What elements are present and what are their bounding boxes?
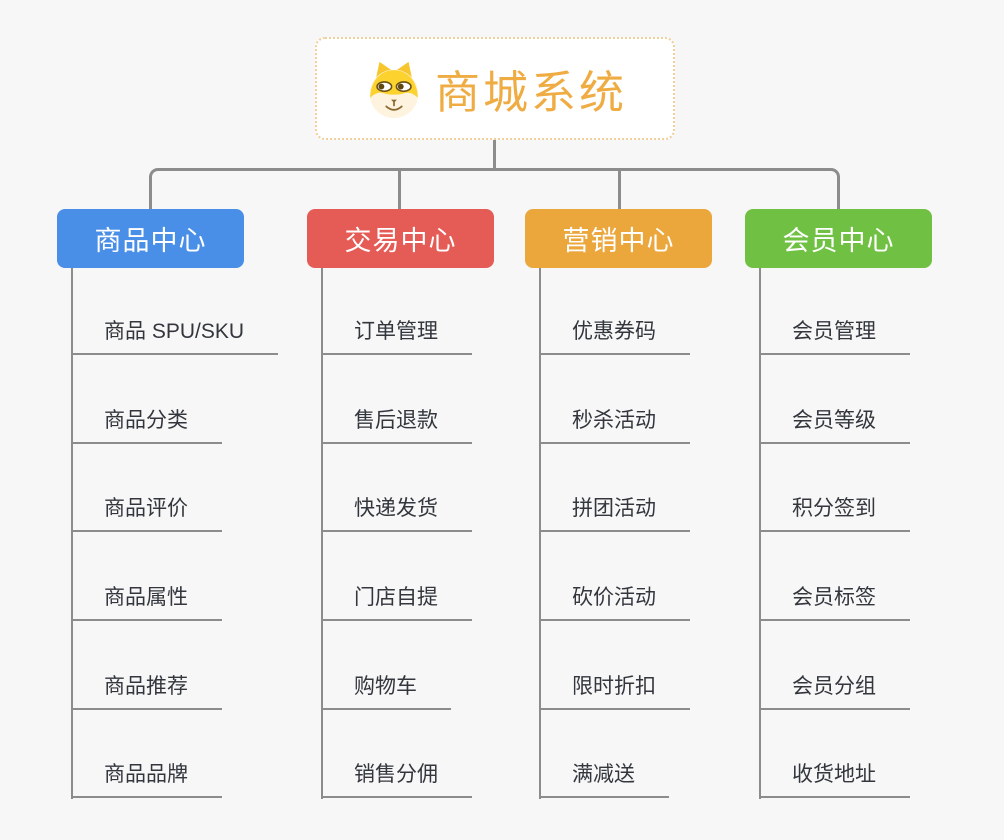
topic-item[interactable]: 满减送 <box>539 762 669 798</box>
topic-item[interactable]: 砍价活动 <box>539 585 690 621</box>
topic-item[interactable]: 收货地址 <box>759 762 910 798</box>
topic-item[interactable]: 优惠券码 <box>539 319 690 355</box>
branch-trade-center: 交易中心 订单管理 售后退款 快递发货 门店自提 购物车 销售分佣 <box>307 209 494 799</box>
branch-header-product-center[interactable]: 商品中心 <box>57 209 244 268</box>
branch-product-center: 商品中心 商品 SPU/SKU 商品分类 商品评价 商品属性 商品推荐 商品品牌 <box>57 209 279 799</box>
topic-item[interactable]: 商品推荐 <box>71 674 222 710</box>
topic-item[interactable]: 商品 SPU/SKU <box>71 319 279 355</box>
topic-item[interactable]: 销售分佣 <box>321 762 472 798</box>
connector-drop-marketing <box>618 170 621 210</box>
root-title: 商城系统 <box>434 67 627 118</box>
branch-header-member-center[interactable]: 会员中心 <box>745 209 932 268</box>
branch-connector-line <box>71 268 73 799</box>
topic-item[interactable]: 售后退款 <box>321 408 472 444</box>
branch-member-center: 会员中心 会员管理 会员等级 积分签到 会员标签 会员分组 收货地址 <box>745 209 932 799</box>
topic-item[interactable]: 限时折扣 <box>539 674 690 710</box>
root-connector-stem <box>493 139 496 170</box>
topic-item[interactable]: 会员标签 <box>759 585 910 621</box>
branch-connector-line <box>539 268 541 799</box>
topic-item[interactable]: 会员等级 <box>759 408 910 444</box>
topic-item[interactable]: 快递发货 <box>321 496 472 532</box>
topic-item[interactable]: 门店自提 <box>321 585 472 621</box>
shiba-dog-icon <box>363 58 425 120</box>
topic-item[interactable]: 会员分组 <box>759 674 910 710</box>
topic-item[interactable]: 商品分类 <box>71 408 222 444</box>
connector-drop-trade <box>398 170 401 210</box>
topic-item[interactable]: 商品品牌 <box>71 762 222 798</box>
topic-item[interactable]: 购物车 <box>321 674 451 710</box>
topic-item[interactable]: 会员管理 <box>759 319 910 355</box>
branch-connector-line <box>321 268 323 799</box>
topic-item[interactable]: 商品评价 <box>71 496 222 532</box>
topic-item[interactable]: 订单管理 <box>321 319 472 355</box>
branch-header-marketing-center[interactable]: 营销中心 <box>525 209 712 268</box>
topic-item[interactable]: 积分签到 <box>759 496 910 532</box>
branch-connector-line <box>759 268 761 799</box>
connector-bus-line <box>149 168 840 210</box>
topic-item[interactable]: 秒杀活动 <box>539 408 690 444</box>
topic-item[interactable]: 商品属性 <box>71 585 222 621</box>
branch-header-trade-center[interactable]: 交易中心 <box>307 209 494 268</box>
topic-item[interactable]: 拼团活动 <box>539 496 690 532</box>
root-node[interactable]: 商城系统 <box>315 37 675 140</box>
branch-marketing-center: 营销中心 优惠券码 秒杀活动 拼团活动 砍价活动 限时折扣 满减送 <box>525 209 712 799</box>
